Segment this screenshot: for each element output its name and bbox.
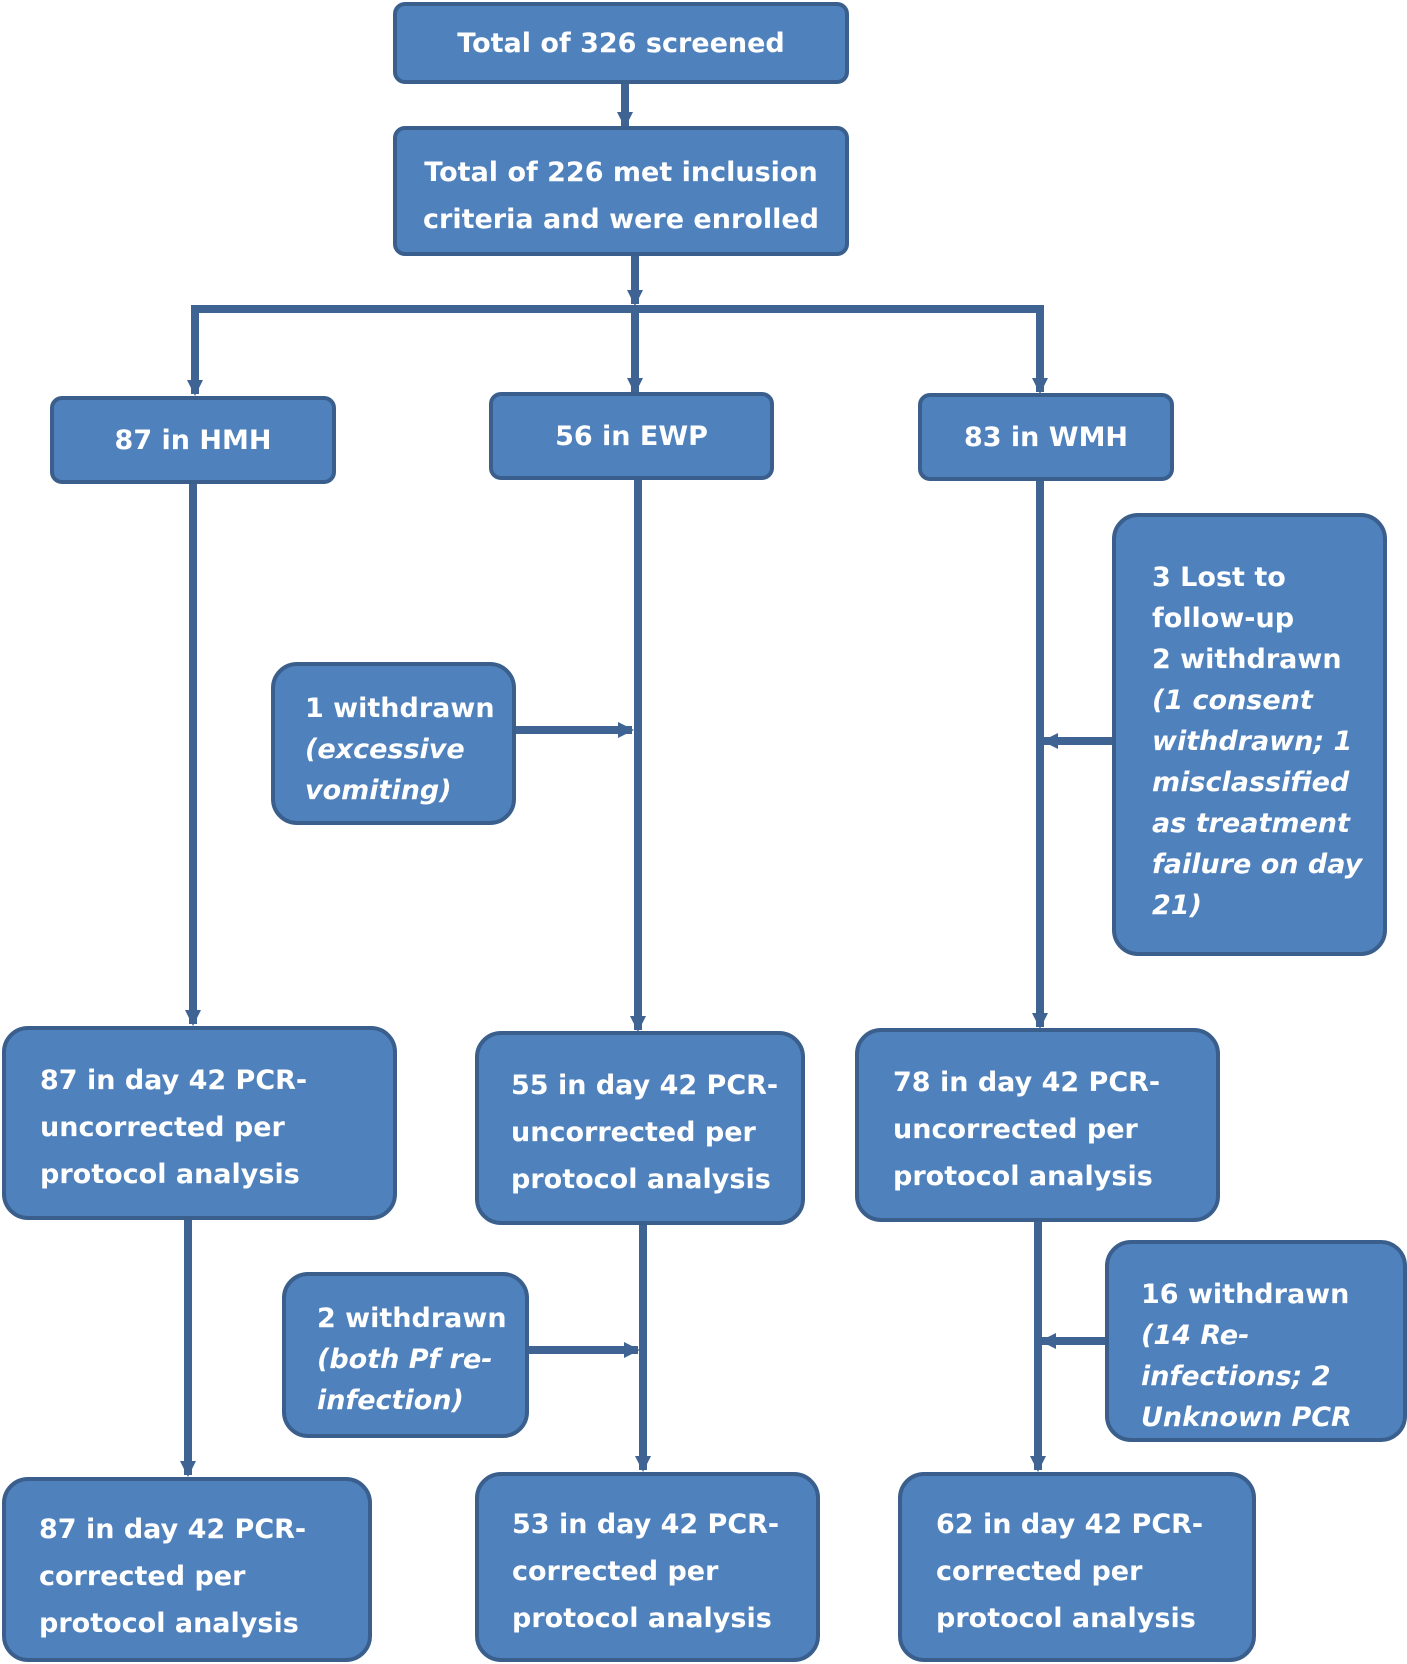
ewp-corrected-line-1: 53 in day 42 PCR-: [512, 1509, 780, 1540]
screened-box: Total of 326 screened: [393, 2, 849, 84]
ewp-corrected-box: 53 in day 42 PCR- corrected per protocol…: [475, 1472, 820, 1662]
wmh-withdrawn-16-detail-2: infections; 2: [1141, 1361, 1331, 1392]
wmh-withdrawn-16-line-1: 16 withdrawn: [1141, 1279, 1350, 1310]
hmh-corrected-line-1: 87 in day 42 PCR-: [39, 1514, 307, 1545]
hmh-corrected-line-3: protocol analysis: [39, 1608, 299, 1639]
wmh-lost-detail-4: as treatment: [1152, 808, 1350, 839]
wmh-lost-detail-3: misclassified: [1152, 767, 1350, 798]
hmh-text: 87 in HMH: [114, 425, 272, 456]
wmh-withdrawn-16-detail-3: Unknown PCR: [1141, 1402, 1352, 1433]
wmh-lost-detail-6: 21): [1152, 890, 1202, 921]
ewp-withdrawn-1-line-1: 1 withdrawn: [305, 693, 495, 724]
wmh-uncorrected-box: 78 in day 42 PCR- uncorrected per protoc…: [855, 1028, 1220, 1222]
ewp-box: 56 in EWP: [489, 392, 774, 480]
wmh-withdrawn-16-detail-1: (14 Re-: [1141, 1320, 1250, 1351]
enrolled-line-1: Total of 226 met inclusion: [424, 157, 818, 188]
wmh-text: 83 in WMH: [963, 422, 1129, 453]
ewp-corrected-line-2: corrected per: [512, 1556, 719, 1587]
ewp-uncorrected-box: 55 in day 42 PCR- uncorrected per protoc…: [475, 1031, 805, 1225]
ewp-withdrawn-1-detail-2: vomiting): [305, 775, 452, 806]
wmh-lost-line-1: 3 Lost to: [1152, 562, 1286, 593]
hmh-uncorrected-box: 87 in day 42 PCR- uncorrected per protoc…: [2, 1026, 397, 1220]
wmh-corrected-line-3: protocol analysis: [936, 1603, 1196, 1634]
ewp-uncorrected-line-3: protocol analysis: [511, 1164, 771, 1195]
wmh-lost-line-3: 2 withdrawn: [1152, 644, 1342, 675]
enrolled-box: Total of 226 met inclusion criteria and …: [393, 126, 849, 256]
wmh-lost-detail-5: failure on day: [1152, 849, 1363, 880]
wmh-lost-detail-2: withdrawn; 1: [1152, 726, 1353, 757]
hmh-uncorrected-line-3: protocol analysis: [40, 1159, 300, 1190]
wmh-corrected-line-2: corrected per: [936, 1556, 1143, 1587]
wmh-corrected-box: 62 in day 42 PCR- corrected per protocol…: [898, 1472, 1256, 1662]
wmh-uncorrected-line-2: uncorrected per: [893, 1114, 1138, 1145]
enrolled-line-2: criteria and were enrolled: [423, 204, 819, 235]
branch-line: [191, 305, 1044, 389]
ewp-uncorrected-line-2: uncorrected per: [511, 1117, 756, 1148]
wmh-corrected-line-1: 62 in day 42 PCR-: [936, 1509, 1204, 1540]
ewp-uncorrected-line-1: 55 in day 42 PCR-: [511, 1070, 779, 1101]
ewp-withdrawn-2-box: 2 withdrawn (both Pf re- infection): [282, 1272, 529, 1438]
hmh-uncorrected-line-2: uncorrected per: [40, 1112, 285, 1143]
screened-text: Total of 326 screened: [457, 28, 785, 59]
wmh-lost-detail-1: (1 consent: [1152, 685, 1313, 716]
hmh-corrected-box: 87 in day 42 PCR- corrected per protocol…: [2, 1477, 372, 1662]
wmh-lost-line-2: follow-up: [1152, 603, 1295, 634]
wmh-box: 83 in WMH: [918, 393, 1174, 481]
ewp-withdrawn-1-detail-1: (excessive: [305, 734, 465, 765]
hmh-box: 87 in HMH: [50, 396, 336, 484]
ewp-text: 56 in EWP: [555, 421, 708, 452]
wmh-uncorrected-line-3: protocol analysis: [893, 1161, 1153, 1192]
hmh-corrected-line-2: corrected per: [39, 1561, 246, 1592]
ewp-withdrawn-2-detail-2: infection): [317, 1385, 464, 1416]
hmh-uncorrected-line-1: 87 in day 42 PCR-: [40, 1065, 308, 1096]
wmh-lost-box: 3 Lost to follow-up 2 withdrawn (1 conse…: [1112, 513, 1387, 956]
ewp-corrected-line-3: protocol analysis: [512, 1603, 772, 1634]
wmh-uncorrected-line-1: 78 in day 42 PCR-: [893, 1067, 1161, 1098]
ewp-withdrawn-2-detail-1: (both Pf re-: [317, 1344, 493, 1375]
ewp-withdrawn-1-box: 1 withdrawn (excessive vomiting): [271, 662, 516, 825]
wmh-withdrawn-16-box: 16 withdrawn (14 Re- infections; 2 Unkno…: [1105, 1240, 1407, 1442]
ewp-withdrawn-2-line-1: 2 withdrawn: [317, 1303, 507, 1334]
